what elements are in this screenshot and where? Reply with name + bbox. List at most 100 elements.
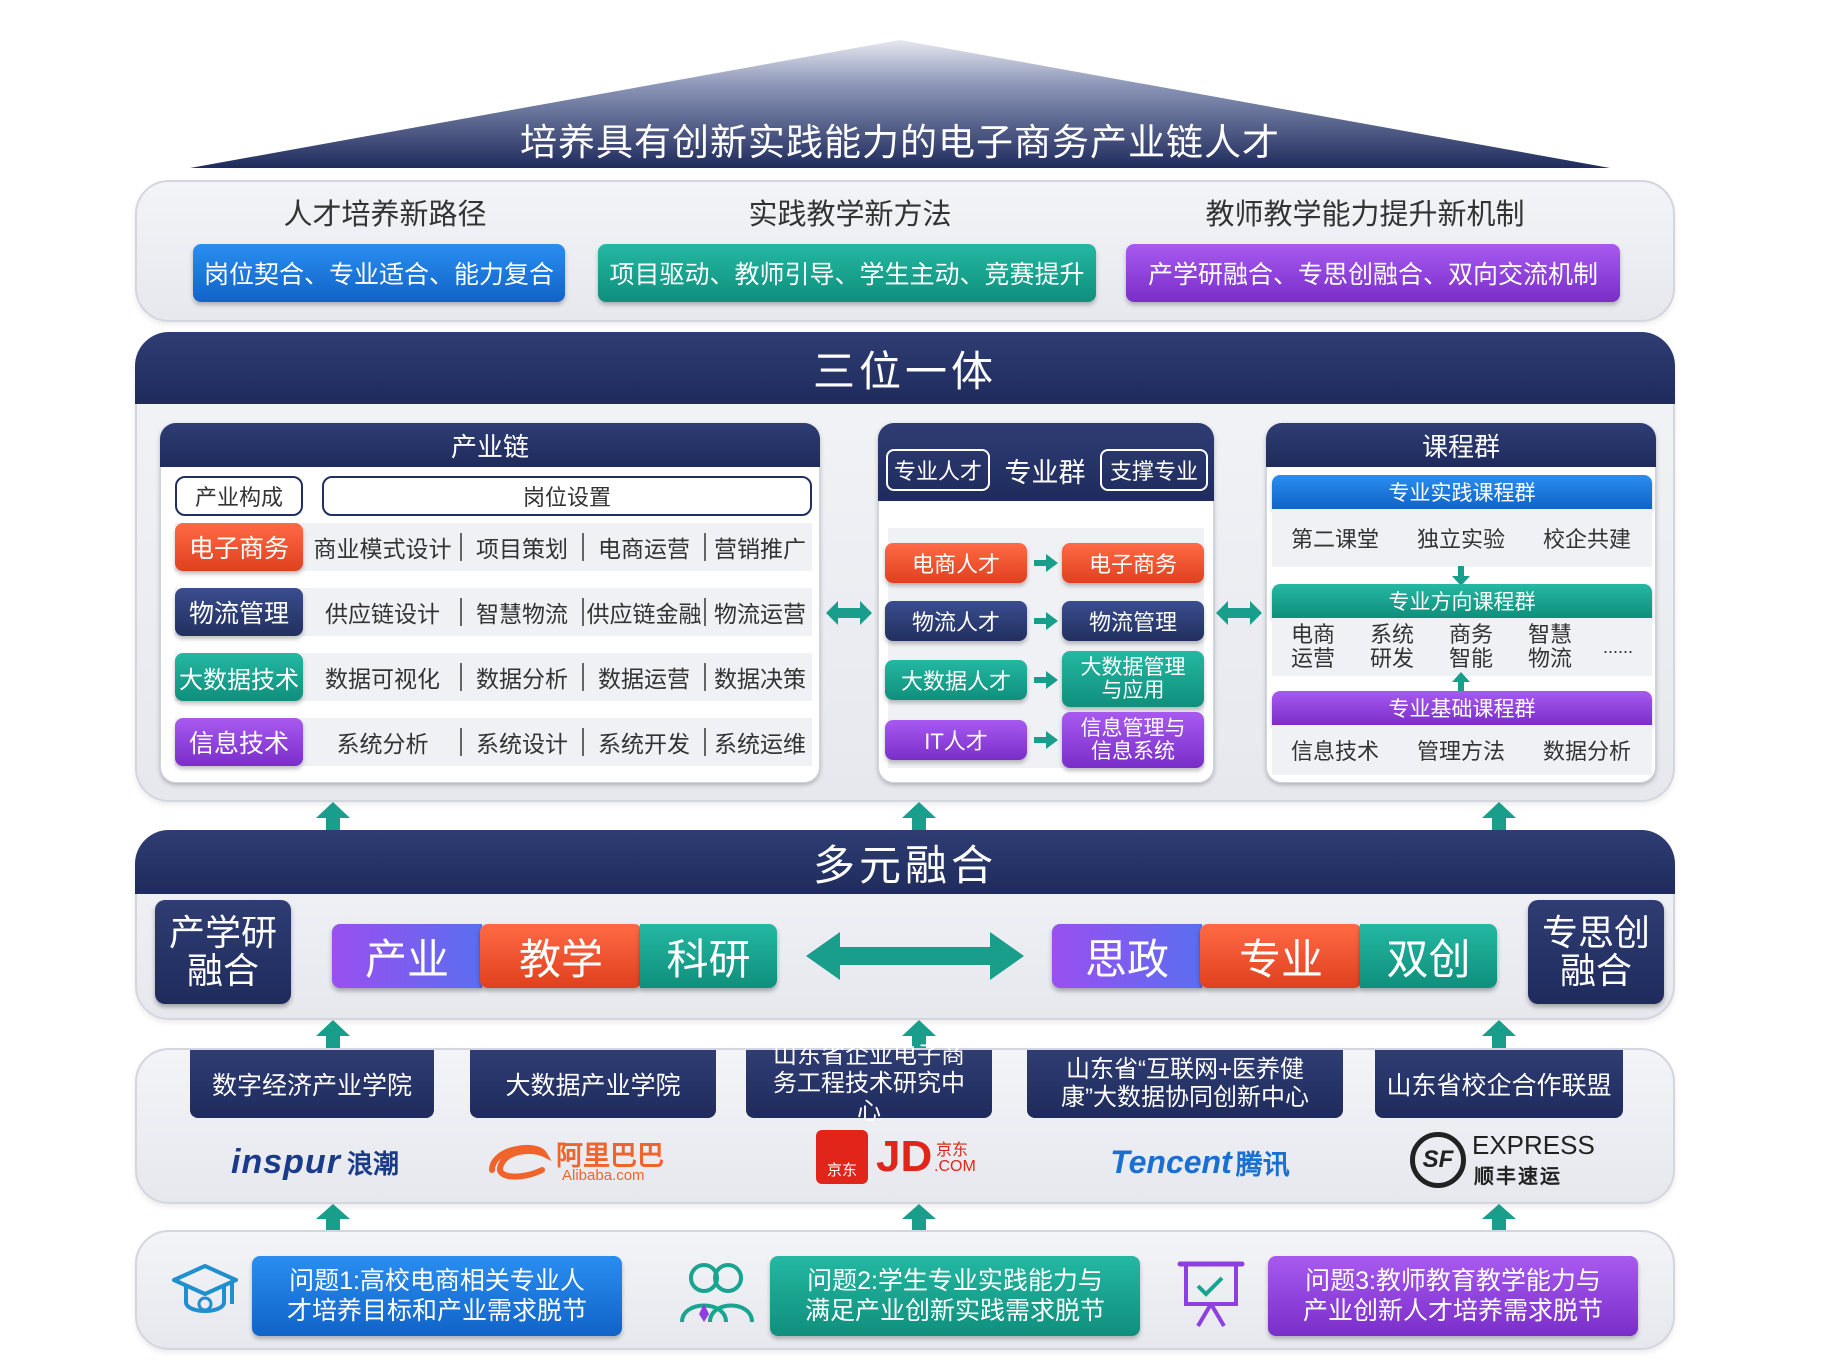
arrow-up-icon xyxy=(902,802,936,830)
teaching-board-icon xyxy=(1177,1261,1245,1328)
job-cell: 营销推广 xyxy=(714,536,806,562)
arrow-up-icon xyxy=(902,1020,936,1048)
goal-pill-2: 项目驱动、教师引导、学生主动、竞赛提升 xyxy=(598,244,1096,302)
course-item: 管理方法 xyxy=(1416,739,1505,764)
job-cell: 项目策划 xyxy=(476,536,568,562)
tencent-logo-cn: 腾讯 xyxy=(1235,1149,1290,1180)
goal-heading-2: 实践教学新方法 xyxy=(748,199,952,231)
support-major-tag: 支撑专业 xyxy=(1100,449,1208,491)
goal-pill-3: 产学研融合、专思创融合、双向交流机制 xyxy=(1126,244,1620,302)
sf-express-logo: SF EXPRESS 顺丰速运 xyxy=(1410,1130,1595,1190)
arrow-up-icon xyxy=(316,1020,350,1048)
job-cell: 商业模式设计 xyxy=(313,536,452,562)
practice-course-row xyxy=(1272,509,1652,567)
alibaba-logo-cn: 阿里巴巴 xyxy=(556,1141,664,1171)
row-separator xyxy=(582,728,584,756)
row-separator xyxy=(460,663,462,691)
talent-bigdata: 大数据人才 xyxy=(885,660,1027,700)
major-it: 信息管理与信息系统 xyxy=(1062,712,1204,768)
direction-course-title: 专业方向课程群 xyxy=(1272,584,1652,618)
job-cell: 数据可视化 xyxy=(325,666,440,692)
goal-heading-3: 教师教学能力提升新机制 xyxy=(1205,199,1525,231)
arrow-up-icon xyxy=(902,1204,936,1230)
row-separator xyxy=(704,663,706,691)
arrow-down-icon xyxy=(1452,566,1470,586)
direction-course-row xyxy=(1272,618,1652,676)
course-item: 系统研发 xyxy=(1369,622,1414,671)
platform-box: 山东省企业电子商务工程技术研究中心 xyxy=(746,1042,992,1125)
job-cell: 数据决策 xyxy=(714,666,806,692)
goal-heading-1: 人才培养新路径 xyxy=(283,199,487,231)
arrow-up-icon xyxy=(316,1204,350,1230)
row-separator xyxy=(582,533,584,561)
industry-bigdata: 大数据技术 xyxy=(175,653,303,701)
double-arrow-icon xyxy=(826,601,872,625)
practice-course-title: 专业实践课程群 xyxy=(1272,475,1652,509)
talent-tag: 专业人才 xyxy=(886,449,990,491)
arrow-up-icon xyxy=(1482,1020,1516,1048)
inspur-logo-cn: 浪潮 xyxy=(346,1148,399,1179)
ideology-innovation-fusion-label: 专思创融合 xyxy=(1528,900,1664,1004)
trinity-title: 三位一体 xyxy=(135,332,1675,404)
industry-composition-header: 产业构成 xyxy=(175,476,303,516)
alibaba-logo-en: Alibaba.com xyxy=(562,1167,645,1184)
double-arrow-icon xyxy=(806,932,1024,980)
double-arrow-icon xyxy=(1216,601,1262,625)
major-group-header xyxy=(878,423,1214,501)
course-item: 商务智能 xyxy=(1448,622,1493,671)
jd-logo-cn: 京东 xyxy=(936,1142,969,1159)
sf-logo-cn: 顺丰速运 xyxy=(1474,1166,1562,1188)
inspur-logo: inspur 浪潮 xyxy=(205,1138,425,1186)
goal-pill-1: 岗位契合、专业适合、能力复合 xyxy=(193,244,565,302)
major-group-title: 专业群 xyxy=(1004,457,1086,488)
job-cell: 电商运营 xyxy=(598,536,690,562)
course-item: 校企共建 xyxy=(1542,527,1631,552)
industry-chain-title: 产业链 xyxy=(160,423,820,467)
segment-teaching: 教学 xyxy=(480,924,642,988)
segment-industry: 产业 xyxy=(332,924,482,988)
job-cell: 系统设计 xyxy=(476,731,568,757)
problem-2: 问题2:学生专业实践能力与满足产业创新实践需求脱节 xyxy=(770,1256,1140,1336)
platform-box: 山东省“互联网+医养健康”大数据协同创新中心 xyxy=(1027,1050,1343,1118)
jd-logo-suffix: .COM xyxy=(934,1158,976,1175)
graduation-cap-icon xyxy=(172,1264,238,1313)
job-cell: 供应链设计 xyxy=(325,601,440,627)
segment-ideology: 思政 xyxy=(1052,924,1202,988)
major-logistics: 物流管理 xyxy=(1062,601,1204,641)
problem-1: 问题1:高校电商相关专业人才培养目标和产业需求脱节 xyxy=(252,1256,622,1336)
job-cell: 系统开发 xyxy=(598,731,690,757)
segment-innovation: 双创 xyxy=(1360,924,1497,988)
course-item: 智慧物流 xyxy=(1527,622,1572,671)
arrow-right-icon xyxy=(1034,671,1058,689)
students-icon xyxy=(680,1263,754,1323)
problem-3: 问题3:教师教育教学能力与产业创新人才培养需求脱节 xyxy=(1268,1256,1638,1336)
row-separator xyxy=(704,728,706,756)
jd-logo: 京东 JD 京东 .COM xyxy=(816,1130,996,1190)
industry-logistics: 物流管理 xyxy=(175,588,303,636)
course-item-ellipsis: ...... xyxy=(1602,636,1633,657)
job-cell: 系统运维 xyxy=(714,731,806,757)
industry-ecommerce: 电子商务 xyxy=(175,523,303,571)
sf-badge: SF xyxy=(1410,1132,1466,1188)
platform-box: 数字经济产业学院 xyxy=(190,1050,434,1118)
inspur-logo-en: inspur xyxy=(231,1142,341,1181)
course-item: 信息技术 xyxy=(1290,739,1379,764)
major-bigdata: 大数据管理与应用 xyxy=(1062,651,1204,707)
job-setting-header: 岗位设置 xyxy=(322,476,812,516)
main-title: 培养具有创新实践能力的电子商务产业链人才 xyxy=(520,122,1280,163)
row-separator xyxy=(704,598,706,626)
alibaba-logo: 阿里巴巴 Alibaba.com xyxy=(482,1134,702,1190)
basic-course-row xyxy=(1272,725,1652,775)
course-item: 独立实验 xyxy=(1416,527,1505,552)
course-item: 第二课堂 xyxy=(1290,527,1379,552)
arrow-up-icon xyxy=(316,802,350,830)
course-item: 电商运营 xyxy=(1290,622,1335,671)
alibaba-smile-icon xyxy=(489,1145,552,1180)
segment-major: 专业 xyxy=(1200,924,1362,988)
jd-badge: 京东 xyxy=(816,1130,868,1184)
talent-it: IT人才 xyxy=(885,720,1027,760)
arrow-right-icon xyxy=(1034,554,1058,572)
row-separator xyxy=(460,728,462,756)
course-item: 数据分析 xyxy=(1542,739,1631,764)
arrow-right-icon xyxy=(1034,731,1058,749)
